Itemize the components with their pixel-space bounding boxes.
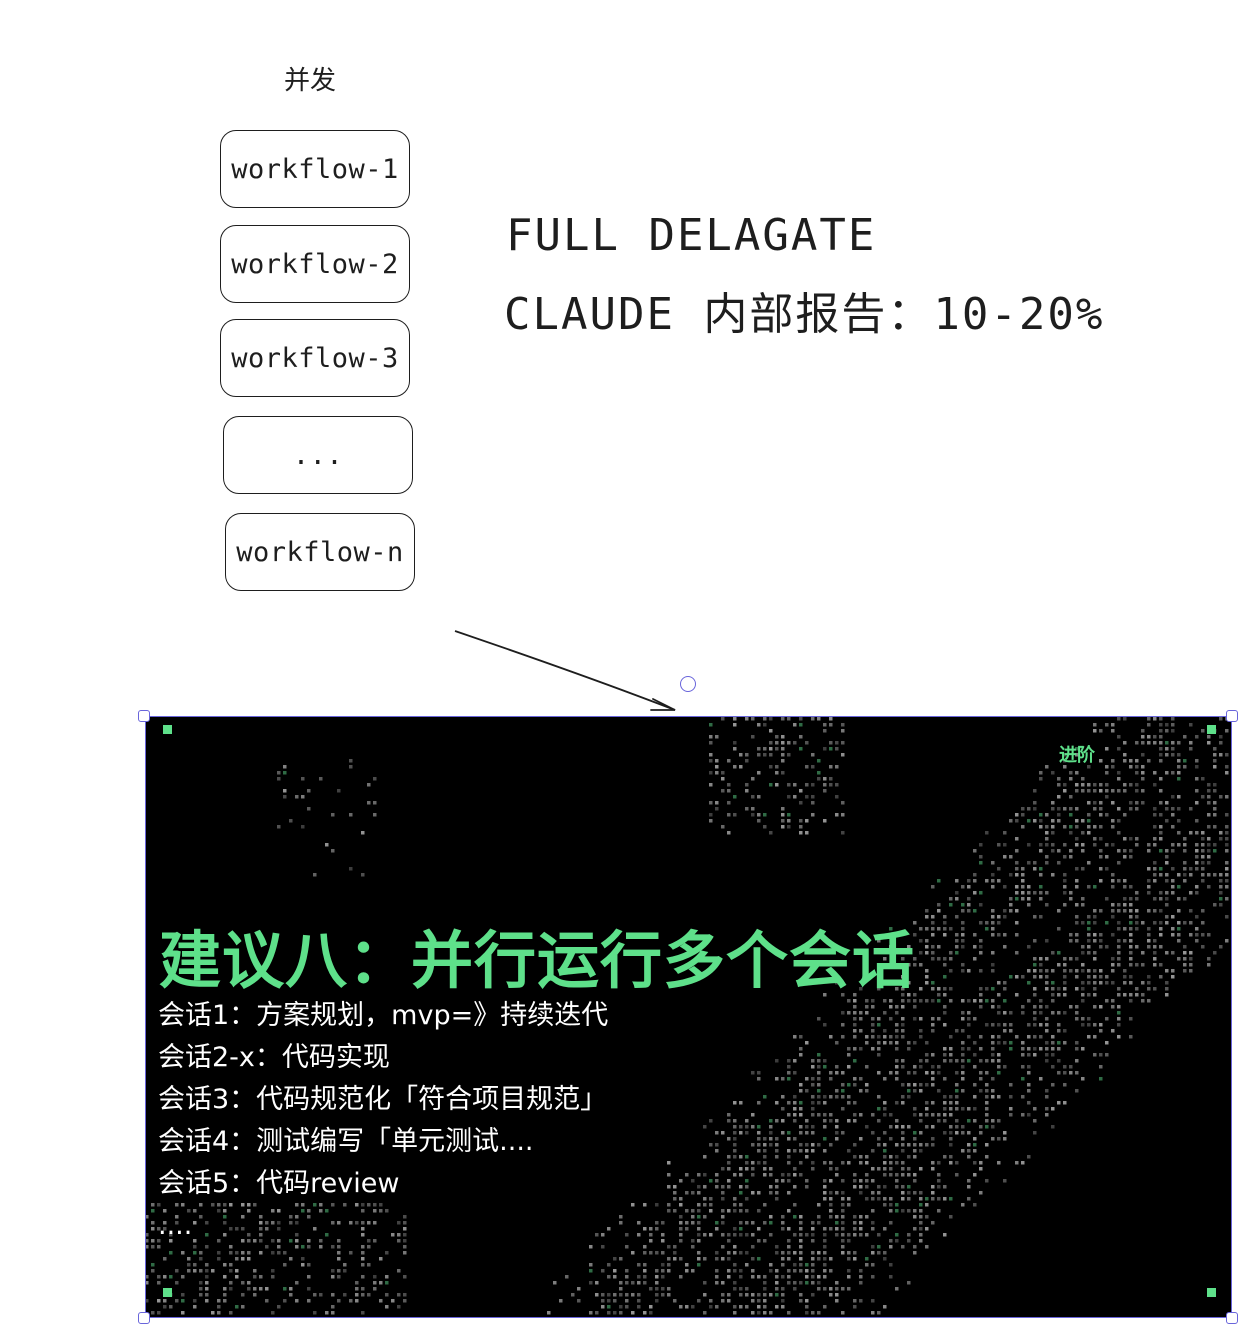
corner-marker-top-right	[1207, 725, 1216, 734]
workflow-box-2[interactable]: workflow-2	[220, 225, 410, 303]
resize-handle-bottom-right[interactable]	[1226, 1312, 1238, 1324]
workflow-box-n[interactable]: workflow-n	[225, 513, 415, 591]
note-full-delegate[interactable]: FULL DELAGATE	[506, 210, 877, 261]
slide-title: 建议八：并行运行多个会话	[159, 924, 916, 997]
workflow-box-3[interactable]: workflow-3	[220, 319, 410, 397]
resize-handle-top-right[interactable]	[1226, 710, 1238, 722]
corner-marker-top-left	[163, 725, 172, 734]
session-line-3: 会话3：代码规范化「符合项目规范」	[158, 1084, 608, 1115]
session-line-more: ....	[158, 1210, 193, 1241]
resize-handle-top-left[interactable]	[138, 710, 150, 722]
resize-handle-bottom-left[interactable]	[138, 1312, 150, 1324]
concurrent-label[interactable]: 并发	[284, 66, 337, 96]
note-claude-report[interactable]: CLAUDE 内部报告：10-20%	[504, 289, 1105, 340]
level-tag: 进阶	[1059, 745, 1095, 766]
workflow-box-ellipsis[interactable]: ...	[223, 416, 413, 494]
corner-marker-bottom-right	[1207, 1288, 1216, 1297]
workflow-box-1[interactable]: workflow-1	[220, 130, 410, 208]
session-line-1: 会话1：方案规划，mvp=》持续迭代	[158, 1000, 609, 1031]
corner-marker-bottom-left	[163, 1288, 172, 1297]
session-line-4: 会话4：测试编写「单元测试....	[158, 1126, 534, 1157]
dot-pattern-background	[145, 717, 1232, 1318]
slide-body: 会话1：方案规划，mvp=》持续迭代 会话2-x：代码实现 会话3：代码规范化「…	[158, 995, 608, 1247]
session-line-5: 会话5：代码review	[158, 1168, 400, 1199]
session-line-2: 会话2-x：代码实现	[158, 1042, 390, 1073]
rotate-handle[interactable]	[680, 676, 696, 692]
slide-embed[interactable]: 进阶 建议八：并行运行多个会话 会话1：方案规划，mvp=》持续迭代 会话2-x…	[145, 717, 1232, 1318]
